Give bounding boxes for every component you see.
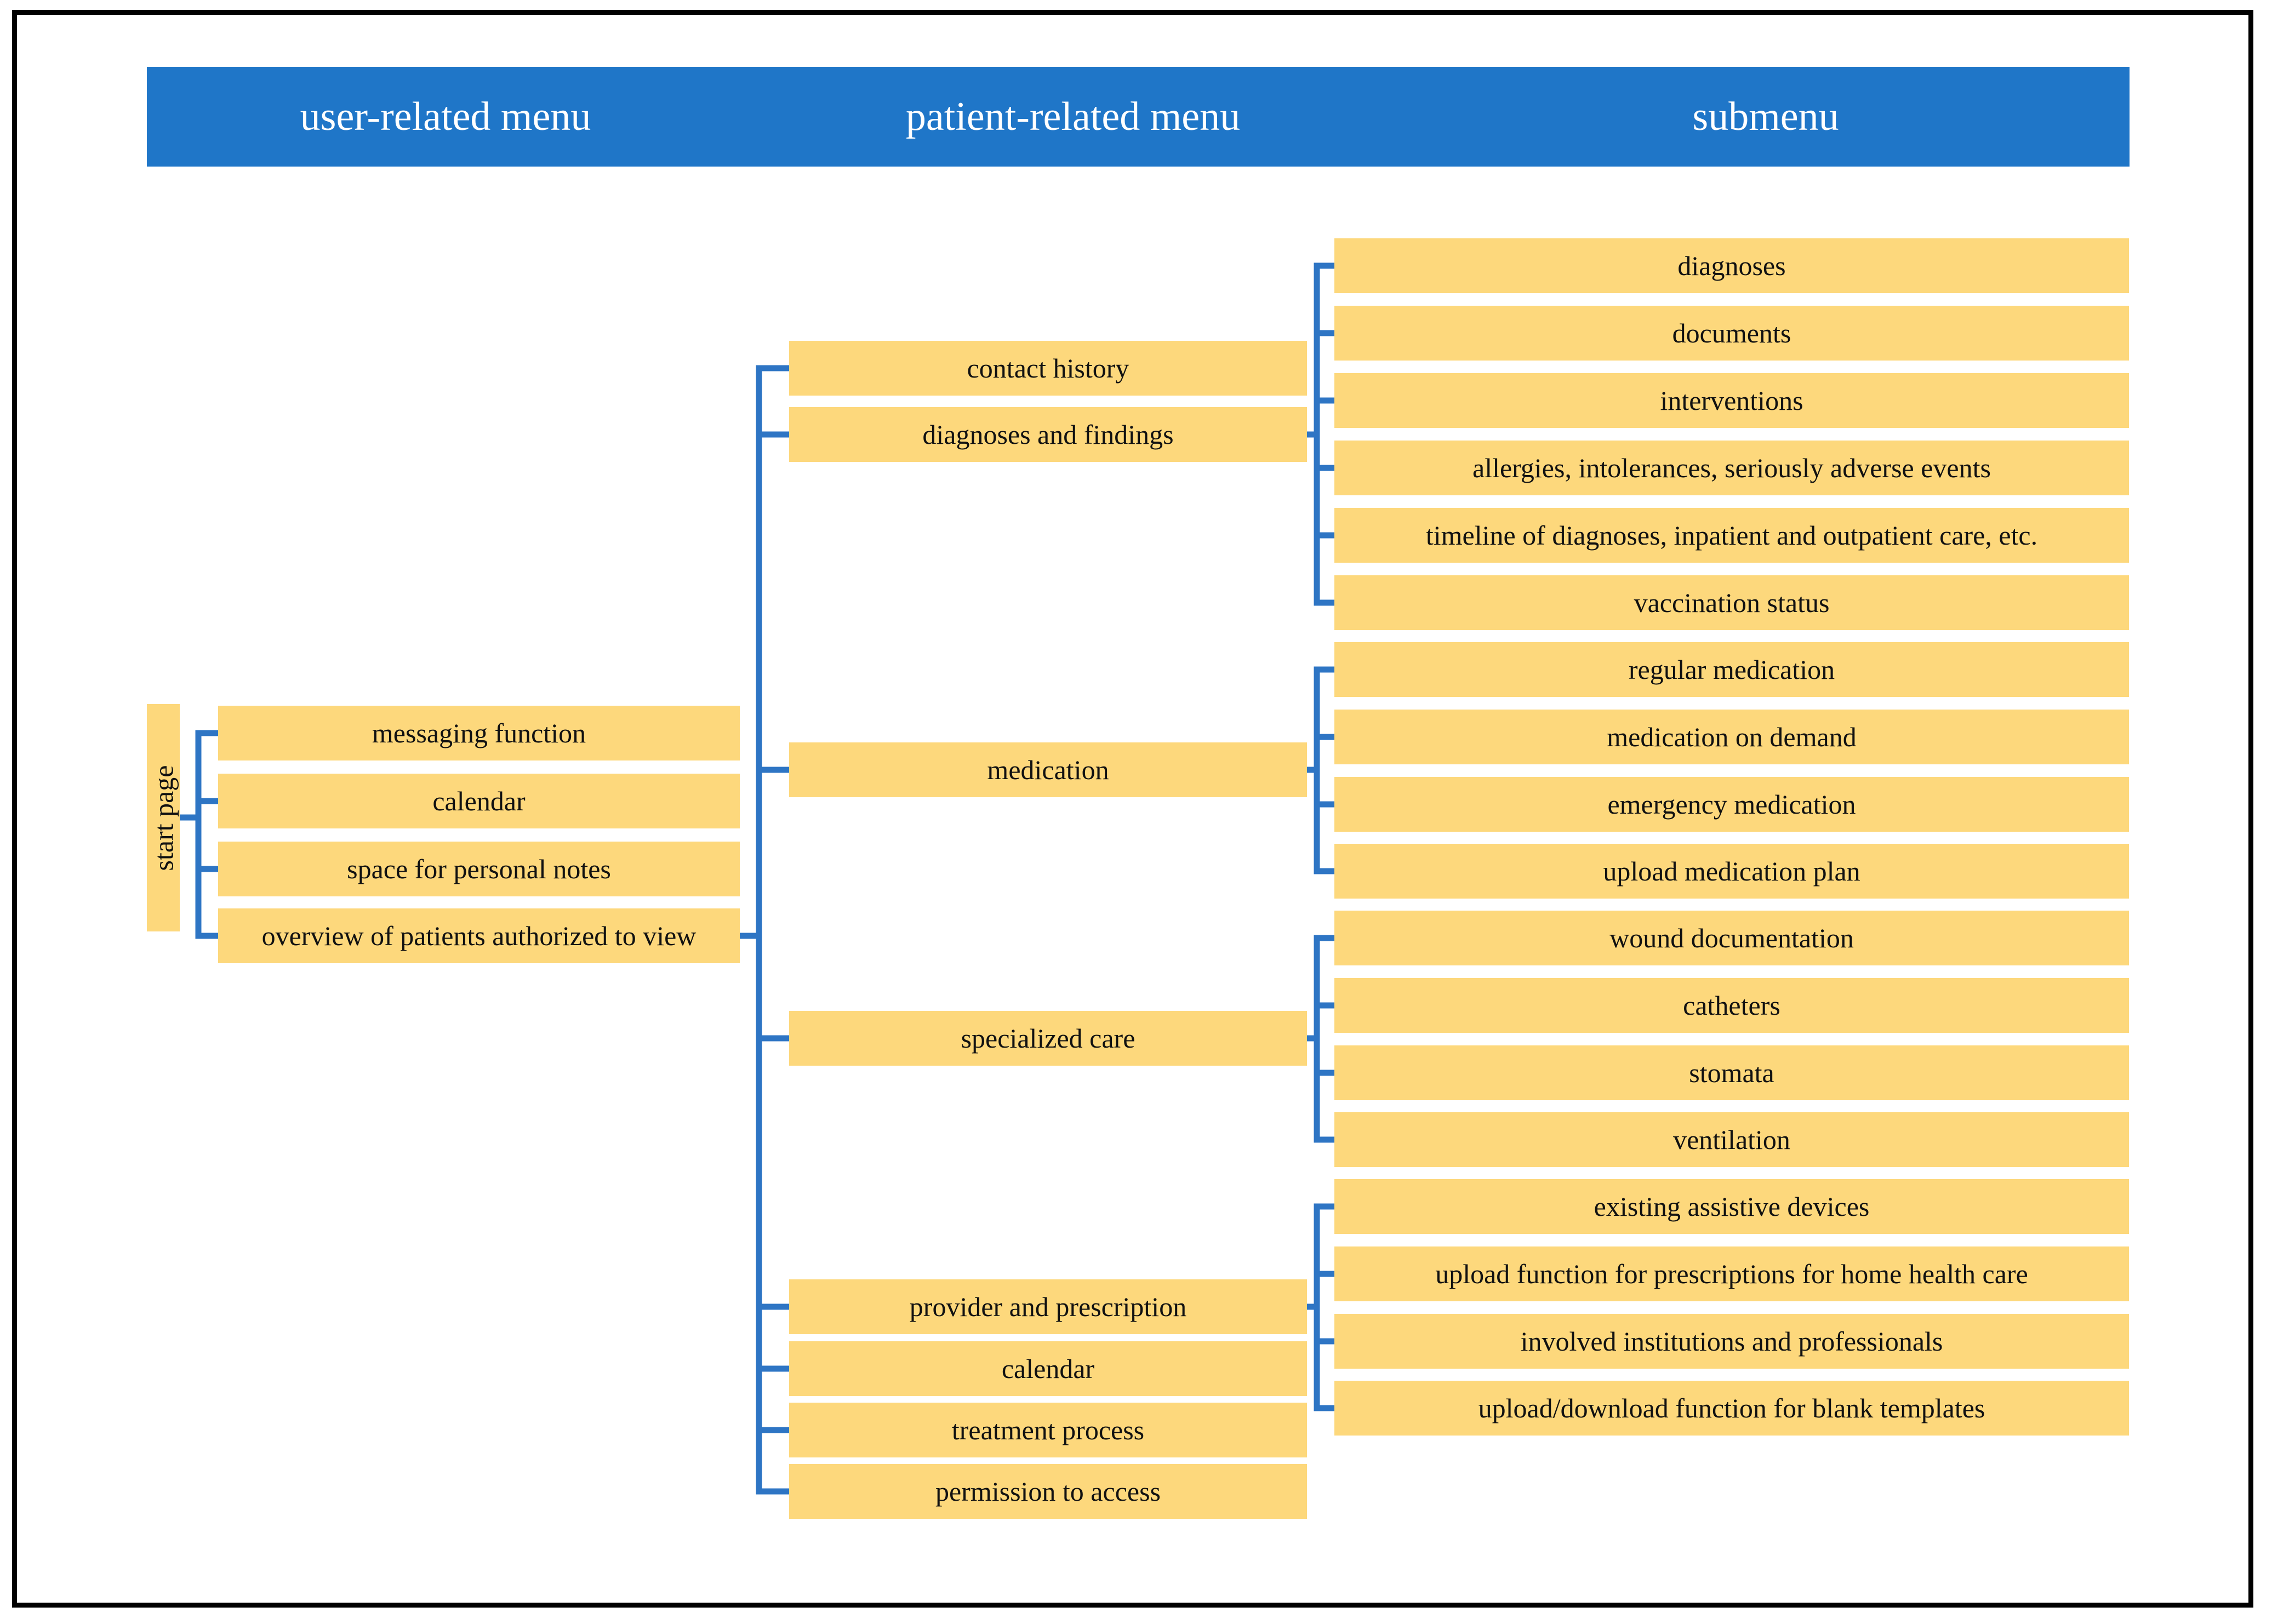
node-submenu-stomata[interactable]: stomata [1334, 1045, 2129, 1100]
header-column-patient-related: patient-related menu [905, 94, 1241, 139]
node-submenu-diagnoses[interactable]: diagnoses [1334, 238, 2129, 293]
node-patient-provider-and-prescription[interactable]: provider and prescription [789, 1279, 1307, 1334]
node-submenu-upload-download-blank-templates[interactable]: upload/download function for blank templ… [1334, 1381, 2129, 1436]
node-submenu-emergency-medication[interactable]: emergency medication [1334, 777, 2129, 832]
node-submenu-ventilation[interactable]: ventilation [1334, 1112, 2129, 1167]
node-patient-treatment-process[interactable]: treatment process [789, 1403, 1307, 1457]
node-submenu-regular-medication[interactable]: regular medication [1334, 642, 2129, 697]
node-user-patient-overview[interactable]: overview of patients authorized to view [218, 908, 740, 963]
node-submenu-medication-on-demand[interactable]: medication on demand [1334, 710, 2129, 764]
node-submenu-vaccination-status[interactable]: vaccination status [1334, 575, 2129, 630]
node-patient-contact-history[interactable]: contact history [789, 341, 1307, 396]
node-user-calendar[interactable]: calendar [218, 774, 740, 828]
header-column-user-related: user-related menu [300, 94, 591, 139]
header-bar: user-related menu patient-related menu s… [147, 67, 2130, 167]
start-page-label: start page [148, 765, 179, 871]
node-submenu-interventions[interactable]: interventions [1334, 373, 2129, 428]
node-submenu-documents[interactable]: documents [1334, 306, 2129, 361]
node-patient-diagnoses-and-findings[interactable]: diagnoses and findings [789, 407, 1307, 462]
node-patient-specialized-care[interactable]: specialized care [789, 1011, 1307, 1066]
node-submenu-upload-prescriptions-home-health-care[interactable]: upload function for prescriptions for ho… [1334, 1246, 2129, 1301]
node-start-page[interactable]: start page [147, 704, 180, 931]
node-user-messaging-function[interactable]: messaging function [218, 706, 740, 760]
node-patient-permission-to-access[interactable]: permission to access [789, 1464, 1307, 1519]
node-submenu-wound-documentation[interactable]: wound documentation [1334, 911, 2129, 965]
header-column-submenu: submenu [1692, 94, 1839, 139]
node-patient-calendar[interactable]: calendar [789, 1341, 1307, 1396]
node-submenu-upload-medication-plan[interactable]: upload medication plan [1334, 844, 2129, 899]
node-patient-medication[interactable]: medication [789, 742, 1307, 797]
node-submenu-allergies-intolerances[interactable]: allergies, intolerances, seriously adver… [1334, 441, 2129, 495]
node-submenu-involved-institutions-professionals[interactable]: involved institutions and professionals [1334, 1314, 2129, 1369]
node-submenu-catheters[interactable]: catheters [1334, 978, 2129, 1033]
node-submenu-existing-assistive-devices[interactable]: existing assistive devices [1334, 1179, 2129, 1234]
node-user-personal-notes[interactable]: space for personal notes [218, 842, 740, 896]
node-submenu-timeline-of-diagnoses[interactable]: timeline of diagnoses, inpatient and out… [1334, 508, 2129, 563]
